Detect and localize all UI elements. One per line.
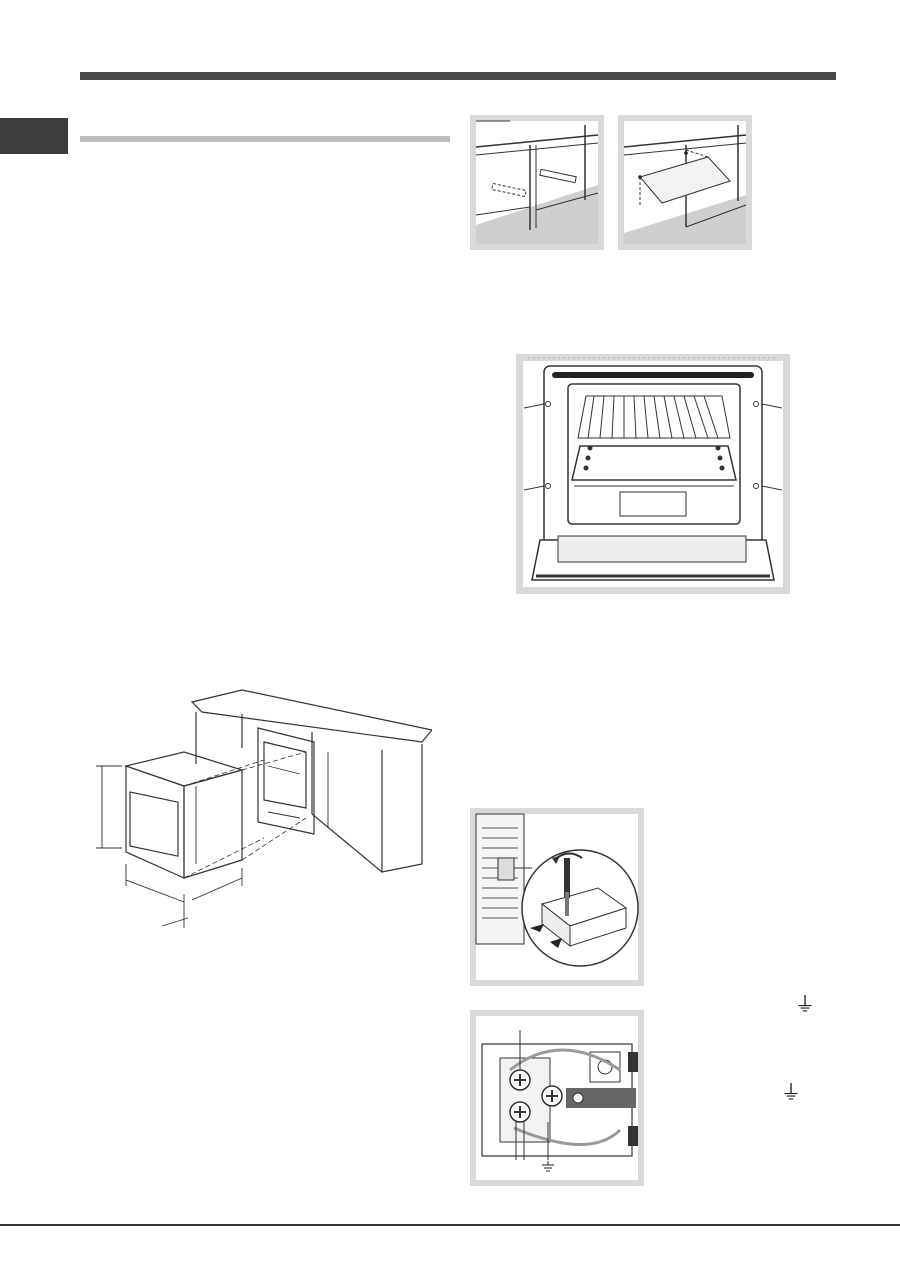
- cabinet-shelf-figure: [618, 115, 752, 250]
- terminal-box-open-figure: [470, 808, 644, 986]
- section-heading-rule: [80, 136, 450, 142]
- oven-fixing-figure: [516, 354, 790, 594]
- built-in-dimensions-figure: [92, 688, 434, 934]
- header-rule: [80, 72, 836, 80]
- earth-icon: ⏚: [795, 992, 815, 1016]
- earth-icon: ⏚: [781, 1080, 801, 1104]
- terminal-board-figure: [470, 1010, 644, 1186]
- footer-rule: [0, 1224, 900, 1226]
- cabinet-rails-figure: [470, 115, 604, 250]
- language-tab: [0, 118, 68, 154]
